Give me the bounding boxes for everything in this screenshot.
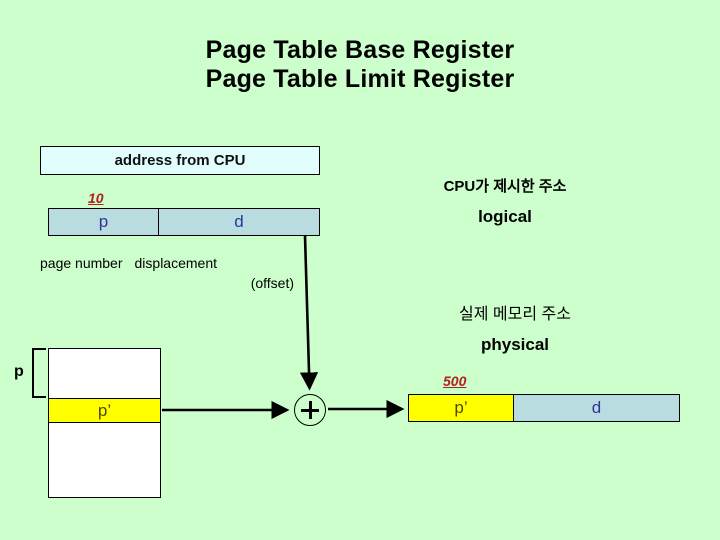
adder-node bbox=[294, 394, 326, 426]
logical-address-annotation: CPU가 제시한 주소 logical bbox=[380, 172, 630, 232]
address-from-cpu-label: address from CPU bbox=[114, 152, 246, 169]
physical-annotation-english: physical bbox=[480, 335, 550, 354]
page-table-index-label: p bbox=[14, 363, 24, 380]
physical-address-bar: p’ d bbox=[408, 394, 680, 422]
logical-page-number-cell: p bbox=[49, 209, 159, 235]
page-table-entry-value: p’ bbox=[97, 400, 112, 420]
address-from-cpu-box: address from CPU bbox=[40, 146, 320, 175]
logical-annotation-korean: CPU가 제시한 주소 bbox=[443, 178, 567, 195]
plus-icon-vertical bbox=[308, 401, 312, 419]
field-label-offset: (offset) bbox=[250, 275, 294, 291]
physical-frame-number-cell: p’ bbox=[409, 395, 514, 421]
page-table: p’ bbox=[48, 348, 161, 498]
physical-frame-tag: 500 bbox=[443, 373, 467, 389]
physical-displacement-cell: d bbox=[514, 395, 679, 421]
field-label-displacement: displacement bbox=[134, 255, 218, 271]
logical-displacement-cell: d bbox=[159, 209, 319, 235]
field-label-page-number: page number bbox=[40, 255, 123, 271]
page-table-upper-entries bbox=[49, 349, 160, 398]
physical-address-annotation: 실제 메모리 주소 physical bbox=[390, 300, 640, 360]
arrow-displacement-to-adder bbox=[299, 235, 319, 391]
logical-field-labels: page number displacement (offset) bbox=[40, 253, 300, 293]
logical-address-bar: p d bbox=[48, 208, 320, 236]
page-title: Page Table Base Register Page Table Limi… bbox=[0, 36, 720, 94]
logical-annotation-english: logical bbox=[478, 207, 532, 226]
title-line-2: Page Table Limit Register bbox=[205, 65, 515, 93]
title-line-1: Page Table Base Register bbox=[205, 36, 515, 64]
logical-page-bits-tag: 10 bbox=[88, 190, 104, 206]
page-table-selected-entry: p’ bbox=[49, 398, 160, 423]
field-label-row-1: page number displacement bbox=[40, 253, 300, 273]
page-table-index-brace bbox=[32, 348, 46, 398]
physical-annotation-korean: 실제 메모리 주소 bbox=[459, 306, 571, 323]
page-table-lower-entries bbox=[49, 423, 160, 494]
